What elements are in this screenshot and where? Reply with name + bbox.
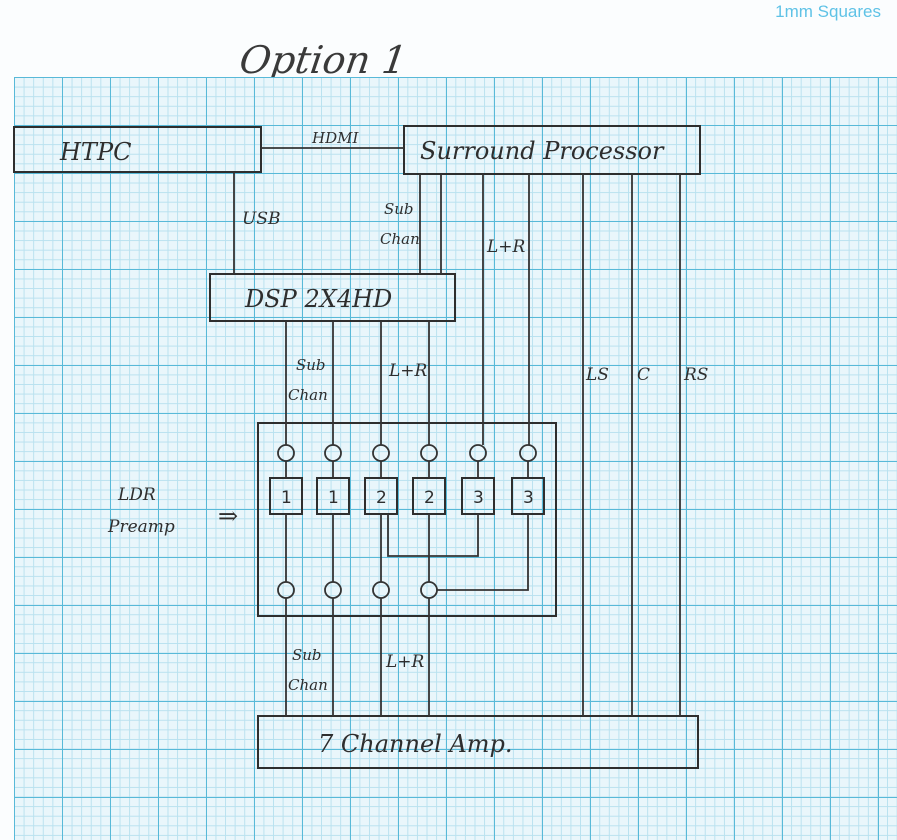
ldr-label: LDR — [117, 485, 156, 505]
paper-label: 1mm Squares — [775, 2, 881, 21]
ldr-channel-1: 1 — [281, 488, 292, 508]
output-jack-4 — [420, 581, 438, 599]
output-jack-2 — [324, 581, 342, 599]
ldr-channel-6: 3 — [523, 488, 534, 508]
lr-label-top: L+R — [486, 237, 526, 257]
surround-processor-block — [403, 125, 701, 175]
c-label: C — [637, 365, 650, 385]
preamp-label: Preamp — [107, 517, 175, 537]
input-jack-5 — [469, 444, 487, 462]
ldr-channel-3: 2 — [376, 488, 387, 508]
arrow-icon: ⇒ — [218, 502, 238, 530]
chan-label-bottom: Chan — [288, 676, 328, 694]
output-jack-1 — [277, 581, 295, 599]
sub-label-top: Sub — [384, 200, 414, 218]
ldr-channel-4: 2 — [424, 488, 435, 508]
chan-label-mid: Chan — [288, 386, 328, 404]
htpc-label: HTPC — [59, 138, 131, 166]
ldr-channel-2: 1 — [328, 488, 339, 508]
rs-label: RS — [683, 365, 708, 385]
input-jack-2 — [324, 444, 342, 462]
graph-paper-grid — [14, 77, 897, 840]
input-jack-6 — [519, 444, 537, 462]
lr-label-mid: L+R — [388, 361, 428, 381]
hdmi-label: HDMI — [311, 129, 359, 147]
sub-label-mid: Sub — [296, 356, 326, 374]
usb-label: USB — [242, 209, 280, 229]
ldr-preamp-block — [257, 422, 557, 617]
ldr-channel-5: 3 — [473, 488, 484, 508]
input-jack-1 — [277, 444, 295, 462]
bridge-3-to-2 — [387, 514, 479, 557]
bridge-3b-to-out — [437, 514, 529, 591]
input-jack-3 — [372, 444, 390, 462]
ls-label: LS — [585, 365, 609, 385]
htpc-block — [13, 126, 262, 173]
dsp-label: DSP 2X4HD — [244, 285, 392, 313]
chan-label-top: Chan — [380, 230, 420, 248]
output-jack-3 — [372, 581, 390, 599]
amp-label: 7 Channel Amp. — [318, 730, 513, 758]
amp-block — [257, 715, 699, 769]
lr-label-bottom: L+R — [385, 652, 425, 672]
sub-label-bottom: Sub — [292, 646, 322, 664]
surround-processor-label: Surround Processor — [420, 137, 665, 165]
input-jack-4 — [420, 444, 438, 462]
